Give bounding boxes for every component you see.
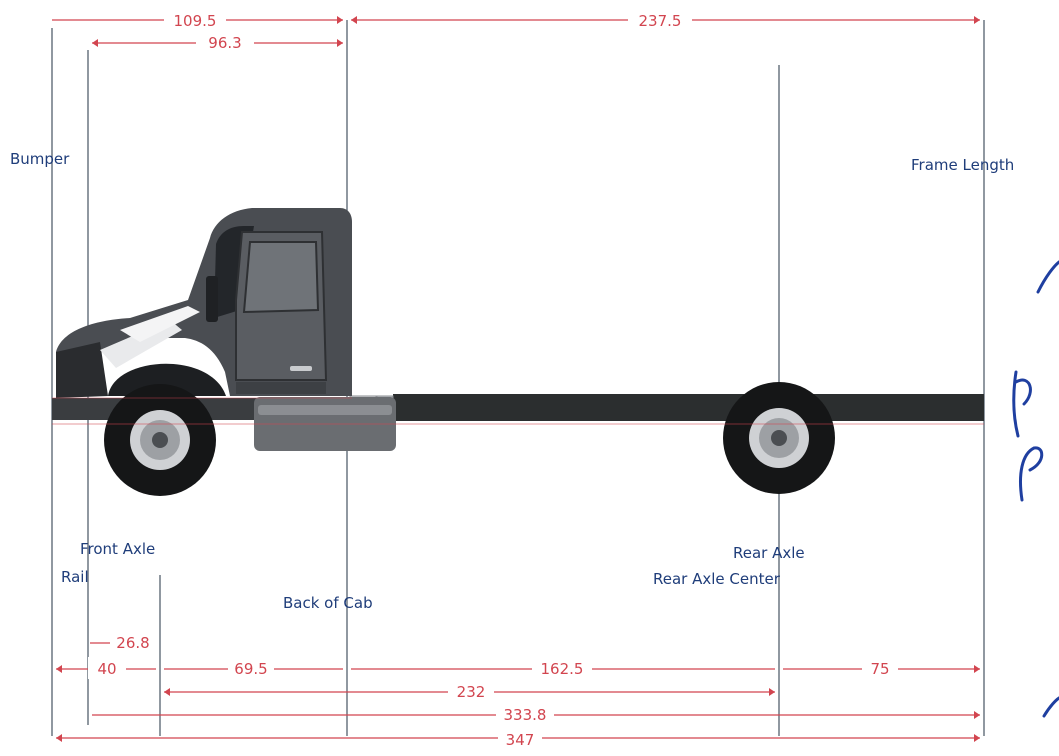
handwritten-stroke-3	[1019, 446, 1044, 502]
side-mirror	[206, 276, 218, 322]
fuel-tank-highlight	[258, 405, 392, 415]
arrowhead	[769, 688, 775, 696]
headlight	[100, 320, 182, 368]
arrowhead	[337, 39, 343, 47]
dim-333-8: 333.8	[504, 706, 547, 724]
door-window	[242, 241, 320, 314]
frame-rail	[393, 394, 984, 421]
arrowhead	[974, 665, 980, 673]
label-rear-axle: Rear Axle	[733, 544, 805, 562]
arrowhead	[92, 39, 98, 47]
arrowhead	[337, 16, 343, 24]
arrowhead	[974, 711, 980, 719]
dim-40: 40	[97, 660, 116, 678]
arrowhead	[56, 734, 62, 742]
dim-26-8: 26.8	[116, 634, 149, 652]
handwritten-stroke-2	[1012, 370, 1032, 438]
label-bumper: Bumper	[10, 150, 70, 168]
label-back-of-cab: Back of Cab	[283, 594, 373, 612]
dim-109-5: 109.5	[174, 12, 217, 30]
dimension-labels: 109.5 237.5 96.3 26.8 40 69.5 162.5 75 2…	[88, 8, 898, 750]
rear-wheel	[723, 382, 835, 494]
arrowhead	[974, 734, 980, 742]
reference-labels: Bumper Frame Length Front Axle Rail Back…	[10, 150, 1014, 612]
arrowhead	[56, 665, 62, 673]
dim-69-5: 69.5	[234, 660, 267, 678]
grille	[56, 342, 108, 398]
hood-highlight	[120, 306, 200, 342]
dim-96-3: 96.3	[208, 34, 241, 52]
label-frame-length: Frame Length	[911, 156, 1014, 174]
arrowhead	[974, 16, 980, 24]
front-wheel	[104, 384, 216, 496]
dim-75: 75	[870, 660, 889, 678]
handwritten-stroke-4	[1042, 696, 1059, 718]
handwritten-stroke-1	[1036, 260, 1059, 294]
arrowheads	[56, 16, 980, 742]
label-rail: Rail	[61, 568, 89, 586]
dim-237-5: 237.5	[639, 12, 682, 30]
label-rear-axle-center: Rear Axle Center	[653, 570, 781, 588]
handwritten-marks	[1012, 260, 1059, 718]
front-fender	[108, 363, 226, 396]
dim-347: 347	[506, 731, 535, 749]
dim-232: 232	[457, 683, 486, 701]
arrowhead	[164, 688, 170, 696]
label-front-axle: Front Axle	[80, 540, 155, 558]
dim-162-5: 162.5	[541, 660, 584, 678]
truck-illustration	[52, 208, 984, 496]
door-handle	[290, 366, 312, 371]
arrowhead	[351, 16, 357, 24]
cab-step	[236, 382, 326, 394]
